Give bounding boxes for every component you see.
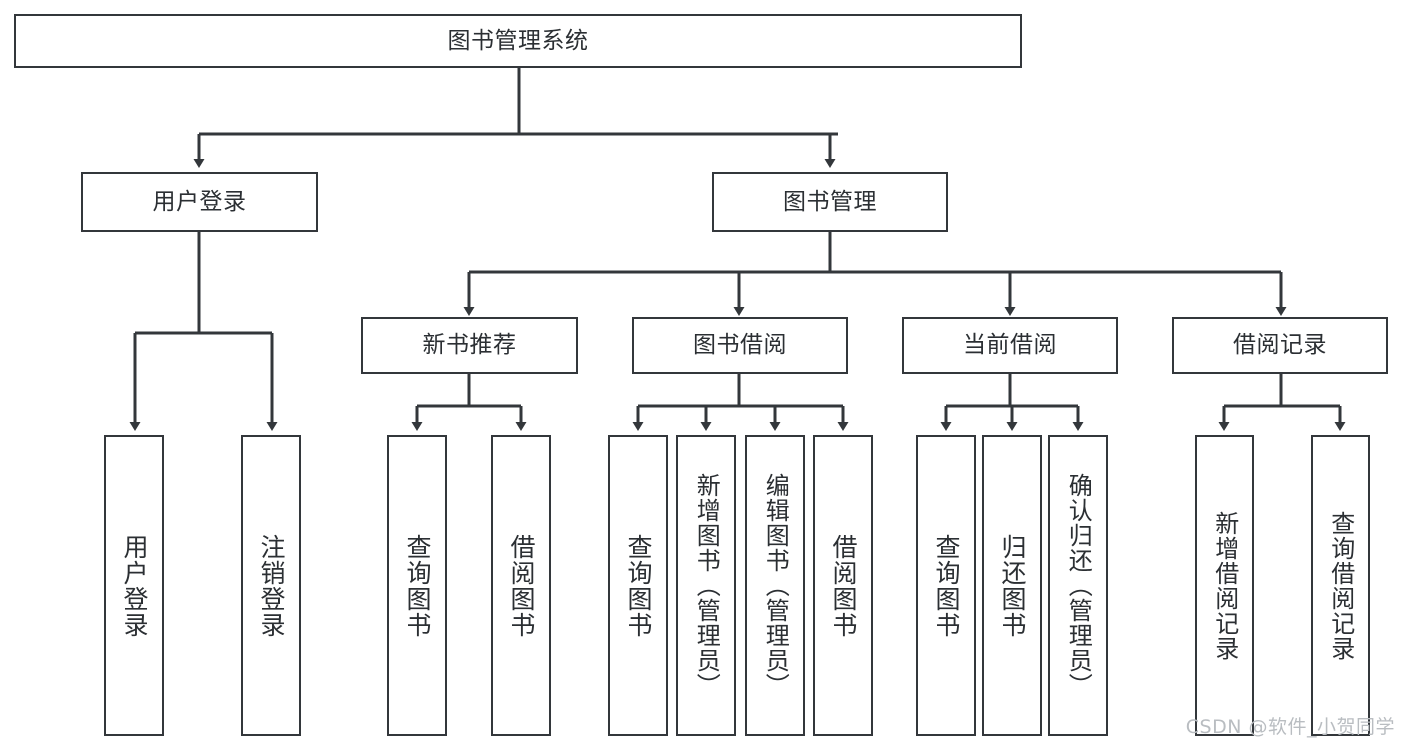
leaf-borrow-book[interactable]: 借阅图书 bbox=[813, 435, 873, 736]
leaf-confirm-return-admin[interactable]: 确认归还（管理员） bbox=[1048, 435, 1108, 736]
node-label: 确认归还（管理员） bbox=[1064, 473, 1093, 698]
node-book-management[interactable]: 图书管理 bbox=[712, 172, 948, 232]
leaf-user-login[interactable]: 用户登录 bbox=[104, 435, 164, 736]
node-label: 查询图书 bbox=[624, 533, 653, 638]
leaf-add-book-admin[interactable]: 新增图书（管理员） bbox=[676, 435, 736, 736]
node-label: 归还图书 bbox=[998, 533, 1027, 638]
node-label: 图书借阅 bbox=[693, 332, 787, 359]
node-current-borrow[interactable]: 当前借阅 bbox=[902, 317, 1118, 374]
node-label: 编辑图书（管理员） bbox=[761, 473, 790, 698]
node-label: 图书管理系统 bbox=[447, 27, 589, 54]
node-label: 用户登录 bbox=[120, 533, 149, 638]
leaf-edit-book-admin[interactable]: 编辑图书（管理员） bbox=[745, 435, 805, 736]
node-label: 借阅图书 bbox=[507, 533, 536, 638]
leaf-logout-login[interactable]: 注销登录 bbox=[241, 435, 301, 736]
leaf-add-borrow-record[interactable]: 新增借阅记录 bbox=[1195, 435, 1254, 736]
node-label: 借阅记录 bbox=[1233, 332, 1327, 359]
leaf-query-borrow-record[interactable]: 查询借阅记录 bbox=[1311, 435, 1370, 736]
node-label: 借阅图书 bbox=[829, 533, 858, 638]
node-label: 新增图书（管理员） bbox=[692, 473, 721, 698]
watermark: CSDN @软件_小贺同学 bbox=[1185, 716, 1395, 738]
leaf-query-book-current[interactable]: 查询图书 bbox=[916, 435, 976, 736]
node-label: 新增借阅记录 bbox=[1210, 510, 1239, 661]
leaf-query-book-recommend[interactable]: 查询图书 bbox=[387, 435, 447, 736]
node-book-management-system[interactable]: 图书管理系统 bbox=[14, 14, 1022, 68]
node-borrow-record[interactable]: 借阅记录 bbox=[1172, 317, 1388, 374]
leaf-return-book[interactable]: 归还图书 bbox=[982, 435, 1042, 736]
node-label: 查询图书 bbox=[403, 533, 432, 638]
node-label: 注销登录 bbox=[257, 533, 286, 638]
node-user-login[interactable]: 用户登录 bbox=[81, 172, 318, 232]
node-label: 新书推荐 bbox=[422, 332, 517, 359]
node-book-borrow[interactable]: 图书借阅 bbox=[632, 317, 848, 374]
node-label: 图书管理 bbox=[783, 188, 877, 215]
leaf-query-book-borrow[interactable]: 查询图书 bbox=[608, 435, 668, 736]
leaf-borrow-book-recommend[interactable]: 借阅图书 bbox=[491, 435, 551, 736]
node-new-book-recommend[interactable]: 新书推荐 bbox=[361, 317, 578, 374]
node-label: 当前借阅 bbox=[963, 332, 1057, 359]
node-label: 用户登录 bbox=[152, 188, 247, 215]
node-label: 查询借阅记录 bbox=[1326, 510, 1355, 661]
node-label: 查询图书 bbox=[932, 533, 961, 638]
